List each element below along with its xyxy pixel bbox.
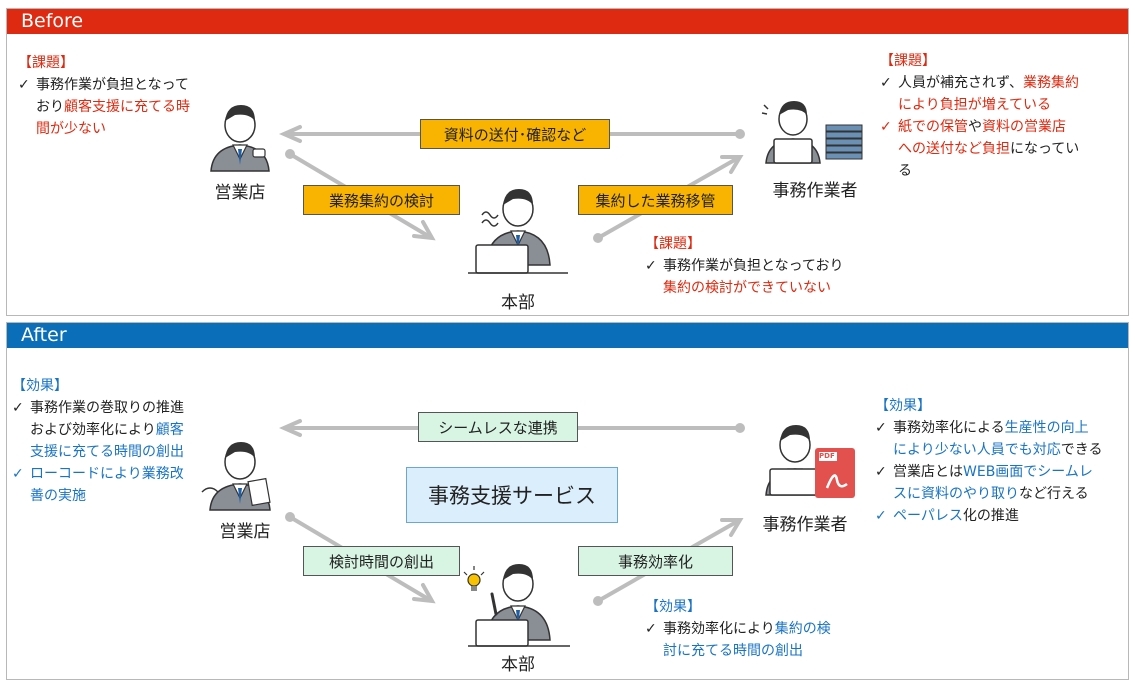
after-worker-name: 事務作業者 bbox=[762, 515, 848, 535]
note-highlight: 間が少ない bbox=[36, 121, 106, 137]
after-label-left: 検討時間の創出 bbox=[303, 546, 460, 576]
note-highlight: ペーパレス bbox=[893, 508, 963, 524]
check-icon: ✓ bbox=[12, 466, 24, 482]
lightbulb-icon bbox=[463, 566, 485, 591]
note-highlight: により負担が増えている bbox=[898, 97, 1052, 113]
worker-person-icon bbox=[761, 101, 863, 164]
note-text: できる bbox=[1060, 442, 1103, 458]
check-icon: ✓ bbox=[880, 119, 892, 135]
note-highlight: 善の実施 bbox=[30, 488, 86, 504]
note-text: および効率化により bbox=[30, 422, 156, 438]
note-text: 事務効率化による bbox=[893, 420, 1005, 436]
note-text: になってい bbox=[1010, 141, 1080, 157]
check-icon: ✓ bbox=[875, 464, 887, 480]
after-hq-name: 本部 bbox=[501, 655, 535, 675]
note-highlight: スに資料のやり取り bbox=[893, 486, 1019, 502]
after-left-note: 【効果】 ✓ 事務作業の巻取りの推進 および効率化により顧客 支援に充てる時間の… bbox=[12, 375, 184, 507]
note-heading: 【課題】 bbox=[880, 53, 936, 69]
note-highlight: 業務集約 bbox=[1023, 75, 1080, 91]
after-label-right: 事務効率化 bbox=[578, 546, 733, 576]
after-header: After bbox=[7, 323, 1128, 348]
before-hq-name: 本部 bbox=[501, 293, 535, 313]
hq-person-icon bbox=[463, 564, 570, 647]
note-highlight: 顧客 bbox=[155, 422, 184, 438]
note-text: 事務作業が負担となっており bbox=[663, 258, 844, 274]
after-panel: After bbox=[6, 322, 1129, 680]
sales-person-icon bbox=[210, 105, 270, 172]
note-text: や bbox=[968, 119, 982, 135]
check-icon: ✓ bbox=[880, 75, 892, 91]
note-text: おり bbox=[36, 99, 64, 115]
before-sales-name: 営業店 bbox=[214, 183, 266, 203]
check-icon: ✓ bbox=[12, 400, 24, 416]
before-right-note: 【課題】 ✓ 人員が補充されず、業務集約 により負担が増えている ✓ 紙での保管… bbox=[880, 50, 1079, 182]
note-text: 化の推進 bbox=[962, 508, 1019, 524]
after-center-note: 【効果】 ✓ 事務効率化により集約の検 討に充てる時間の創出 bbox=[645, 596, 831, 662]
note-heading: 【効果】 bbox=[645, 599, 701, 615]
pdf-label: PDF bbox=[819, 452, 835, 460]
hq-person-icon bbox=[468, 189, 568, 274]
note-text: る bbox=[898, 163, 912, 179]
note-text: 事務効率化により bbox=[663, 621, 775, 637]
before-header: Before bbox=[7, 9, 1128, 34]
note-highlight: 集約の検討ができていない bbox=[663, 280, 831, 296]
service-box: 事務支援サービス bbox=[406, 467, 618, 523]
note-text: 事務作業の巻取りの推進 bbox=[30, 400, 184, 416]
pdf-icon bbox=[815, 448, 855, 498]
note-highlight: 紙での保管 bbox=[898, 119, 968, 135]
note-highlight: により少ない人員でも対応 bbox=[893, 442, 1061, 458]
document-stack-icon bbox=[825, 124, 863, 160]
before-label-right: 集約した業務移管 bbox=[578, 185, 733, 215]
note-highlight: 討に充てる時間の創出 bbox=[663, 643, 803, 659]
check-icon: ✓ bbox=[875, 508, 887, 524]
note-text: 営業店とは bbox=[893, 464, 963, 480]
note-highlight: 支援に充てる時間の創出 bbox=[30, 444, 184, 460]
note-highlight: ローコードにより業務改 bbox=[30, 466, 184, 482]
before-panel: Before bbox=[6, 8, 1129, 316]
note-highlight: への送付など負担 bbox=[898, 141, 1010, 157]
note-text: 事務作業が負担となって bbox=[36, 77, 189, 93]
worker-person-icon bbox=[765, 425, 825, 496]
note-heading: 【効果】 bbox=[12, 378, 68, 394]
note-heading: 【効果】 bbox=[875, 398, 931, 414]
note-highlight: 資料の営業店 bbox=[982, 119, 1066, 135]
check-icon: ✓ bbox=[645, 621, 657, 637]
before-label-top: 資料の送付･確認など bbox=[420, 119, 610, 149]
note-highlight: 集約の検 bbox=[774, 621, 831, 637]
before-center-note: 【課題】 ✓ 事務作業が負担となっており 集約の検討ができていない bbox=[645, 233, 843, 299]
after-right-note: 【効果】 ✓ 事務効率化による生産性の向上 により少ない人員でも対応できる ✓ … bbox=[875, 395, 1102, 527]
check-icon: ✓ bbox=[645, 258, 657, 274]
before-worker-name: 事務作業者 bbox=[772, 181, 858, 201]
check-icon: ✓ bbox=[875, 420, 887, 436]
note-text: 人員が補充されず、 bbox=[898, 75, 1024, 91]
before-label-left: 業務集約の検討 bbox=[303, 185, 460, 215]
note-text: など行える bbox=[1019, 486, 1089, 502]
note-highlight: 生産性の向上 bbox=[1004, 420, 1089, 436]
before-left-note: 【課題】 ✓ 事務作業が負担となって おり顧客支援に充てる時 間が少ない bbox=[18, 52, 190, 140]
note-heading: 【課題】 bbox=[18, 55, 74, 71]
note-heading: 【課題】 bbox=[645, 236, 701, 252]
sales-person-icon bbox=[201, 442, 271, 511]
after-label-top: シームレスな連携 bbox=[418, 412, 578, 442]
check-icon: ✓ bbox=[18, 77, 30, 93]
after-sales-name: 営業店 bbox=[219, 522, 271, 542]
note-highlight: WEB画面でシームレ bbox=[963, 464, 1093, 480]
note-highlight: 顧客支援に充てる時 bbox=[64, 99, 190, 115]
